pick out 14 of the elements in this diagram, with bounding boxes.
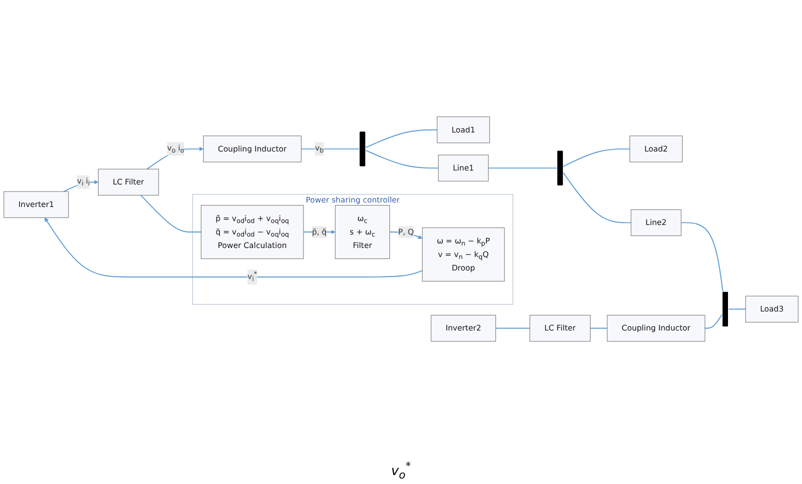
connector: [562, 148, 630, 167]
connector: [728, 308, 746, 310]
connector: [704, 314, 722, 329]
arrow: [146, 146, 204, 170]
connector: [562, 172, 632, 224]
connector: [300, 148, 360, 150]
connector: [680, 222, 724, 292]
connector: [488, 168, 558, 169]
connector: [365, 129, 438, 148]
connector: [590, 328, 608, 329]
connector: [365, 150, 439, 169]
arrow: [303, 230, 336, 234]
connector: [495, 328, 530, 329]
connector: [140, 194, 202, 232]
